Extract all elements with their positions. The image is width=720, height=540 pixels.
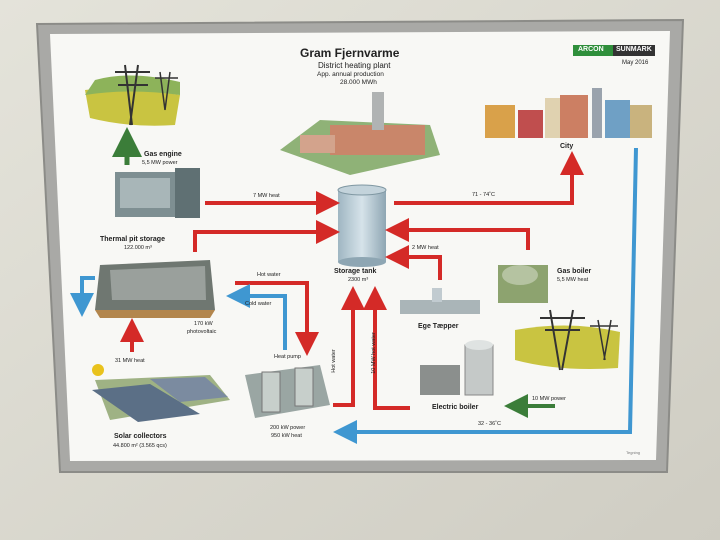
label-pv: 170 kW (194, 321, 213, 327)
poster-footer: Tegning (626, 450, 641, 455)
label-storage-volume: 2300 m³ (348, 277, 369, 283)
city-illustration (485, 88, 652, 138)
label-heat-pump: Heat pump (274, 354, 301, 360)
label-storage: Storage tank (334, 268, 377, 275)
solar-collectors-illustration (92, 364, 230, 422)
label-ege-heat: 2 MW heat (412, 245, 439, 251)
poster-subtitle: District heating plant (318, 61, 391, 70)
logo-arcon: ARCON (578, 46, 604, 53)
label-pv-2: photovoltaic (187, 329, 217, 335)
label-city-temp: 71 - 74˚C (472, 192, 495, 198)
label-electric-boiler: Electric boiler (432, 404, 479, 411)
poster-production: App. annual production (317, 71, 384, 78)
label-hot-water-vertical: Hot water (330, 349, 337, 373)
label-thermal-pit: Thermal pit storage (100, 236, 165, 243)
label-solar-heat: 31 MW heat (115, 358, 145, 364)
label-gas-engine: Gas engine (144, 151, 182, 158)
gas-boiler-illustration (498, 265, 548, 303)
label-ege: Ege Tæpper (418, 323, 459, 330)
gas-engine-illustration (115, 168, 200, 218)
label-ten-mw-power: 10 MW power (532, 396, 566, 402)
label-gas-boiler: Gas boiler (557, 268, 592, 275)
label-solar-area: 44.800 m² (3.565 qcs) (113, 443, 167, 449)
label-heat-pump-heat: 950 kW heat (271, 433, 302, 439)
label-gas-engine-power: 5,5 MW power (142, 160, 178, 166)
label-heat-pump-power: 200 kW power (270, 425, 306, 431)
blue-flow-arrows (70, 147, 638, 444)
label-gas-boiler-heat: 5,5 MW heat (557, 277, 589, 283)
logo-sunmark: SUNMARK (616, 46, 652, 53)
logo-box-right (613, 45, 655, 56)
label-ten-mw-hot: 10 MW hot water (370, 332, 377, 374)
electric-boiler-illustration (420, 340, 494, 396)
power-tower-illustration (85, 64, 180, 126)
storage-tank-illustration (337, 184, 387, 267)
label-hot-water: Hot water (257, 272, 281, 278)
label-solar: Solar collectors (114, 433, 167, 440)
ege-factory-illustration (400, 288, 480, 314)
label-cold-water: Cold water (245, 301, 272, 307)
heating-plant-illustration (280, 92, 440, 175)
label-return-temp: 32 - 36˚C (478, 421, 501, 427)
label-thermal-pit-volume: 122.000 m³ (124, 245, 152, 251)
label-city: City (560, 143, 574, 150)
power-tower-illustration-2 (515, 309, 620, 371)
heat-pump-illustration (245, 365, 330, 418)
thermal-pit-illustration (95, 260, 215, 318)
poster-date: May 2016 (622, 60, 649, 66)
poster-title: Gram Fjernvarme (300, 46, 400, 60)
red-flow-arrows (120, 151, 584, 410)
label-gas-engine-heat: 7 MW heat (253, 193, 280, 199)
poster-production-value: 28.000 MWh (340, 79, 377, 86)
